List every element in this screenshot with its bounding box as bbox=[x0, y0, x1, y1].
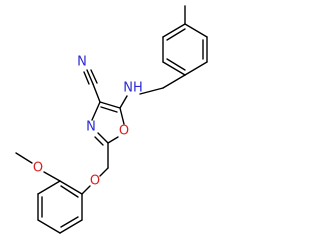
tolyl-ring bbox=[162, 23, 208, 76]
methoxyphenyl-ring bbox=[37, 180, 83, 234]
o-aryl-bond bbox=[81, 185, 91, 195]
nitrile-n-label: N bbox=[77, 55, 87, 70]
o-methyl-bond bbox=[15, 152, 33, 164]
molecule-canvas: N NH N O O O bbox=[15, 5, 208, 234]
methoxy-o-label: O bbox=[33, 161, 43, 176]
ether-o-label: O bbox=[90, 174, 100, 189]
ring-o-label: O bbox=[119, 124, 129, 139]
benzyl-bond bbox=[162, 74, 186, 89]
oxazole-ring bbox=[91, 101, 125, 146]
ch2-nh-bond bbox=[139, 87, 164, 95]
amine-nh-label: NH bbox=[123, 81, 143, 96]
nitrile-group bbox=[83, 69, 101, 103]
c5-nh-bond bbox=[119, 95, 128, 109]
aryl-ome-bond bbox=[43, 171, 61, 182]
ring-n-label: N bbox=[86, 120, 96, 135]
ch2-o-bond bbox=[99, 167, 109, 177]
structure-diagram: N NH N O O O bbox=[15, 5, 208, 234]
